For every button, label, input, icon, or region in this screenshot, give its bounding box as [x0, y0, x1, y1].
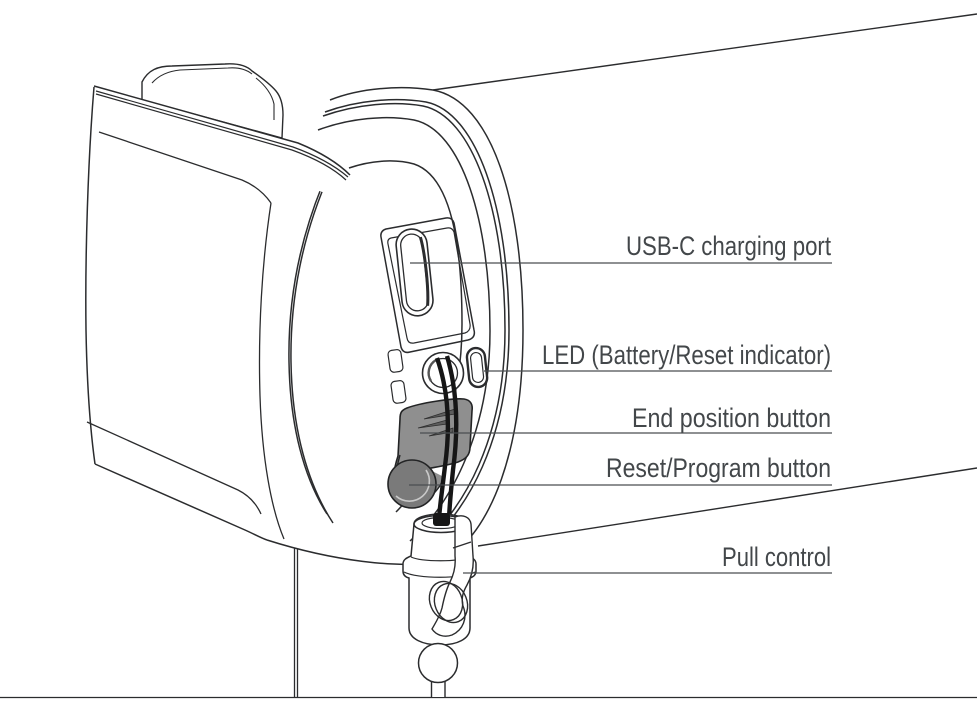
cord-knot — [433, 513, 450, 526]
usb-slot-shadow — [418, 236, 430, 306]
labels: USB-C charging port LED (Battery/Reset i… — [542, 231, 831, 572]
label-led: LED (Battery/Reset indicator) — [542, 340, 831, 370]
label-reset: Reset/Program button — [606, 453, 831, 483]
case-right-silhouette — [258, 202, 285, 540]
tube-bottom-edge — [477, 467, 977, 547]
reset-program-button — [387, 459, 437, 509]
usb-recess-panel — [380, 217, 476, 354]
end-cap-rim-arc — [317, 116, 491, 542]
bracket-case-fill — [85, 86, 352, 546]
end-cap-groove-arc-b — [322, 102, 506, 550]
end-cap-groove-arc-a — [324, 98, 510, 552]
pull-control — [402, 513, 477, 697]
end-cap-outer-arc — [329, 86, 524, 562]
roller-tube — [432, 13, 977, 547]
end-cap-left-arc-b — [288, 185, 328, 515]
tube-top-edge — [432, 13, 977, 91]
mount-clip-inner-curl — [255, 77, 275, 120]
pull-cord — [434, 355, 459, 522]
bracket-case — [85, 85, 352, 546]
led-indicator — [465, 346, 489, 389]
window-frame-lines — [0, 547, 977, 699]
case-top-groove-a — [95, 90, 349, 178]
case-top-groove-b — [95, 93, 347, 181]
label-end-position: End position button — [632, 403, 831, 433]
case-top-outer-edge — [93, 85, 351, 176]
mount-clip — [141, 63, 284, 139]
leader-lines — [409, 262, 832, 574]
case-bottom-bevel-inner — [86, 421, 262, 515]
label-pull: Pull control — [722, 542, 831, 572]
chain-ball — [417, 642, 459, 684]
case-bottom-outer-edge — [94, 463, 268, 541]
end-cap — [266, 86, 524, 566]
face-side-tabs — [387, 349, 407, 404]
mount-clip-inner-line — [151, 67, 253, 84]
label-usb: USB-C charging port — [626, 231, 831, 261]
end-cap-left-arc-a — [290, 172, 334, 524]
case-top-bevel-inner — [98, 131, 272, 204]
case-left-edge — [85, 86, 96, 465]
usb-c-port — [395, 228, 434, 317]
pull-clip-hook — [428, 515, 474, 637]
